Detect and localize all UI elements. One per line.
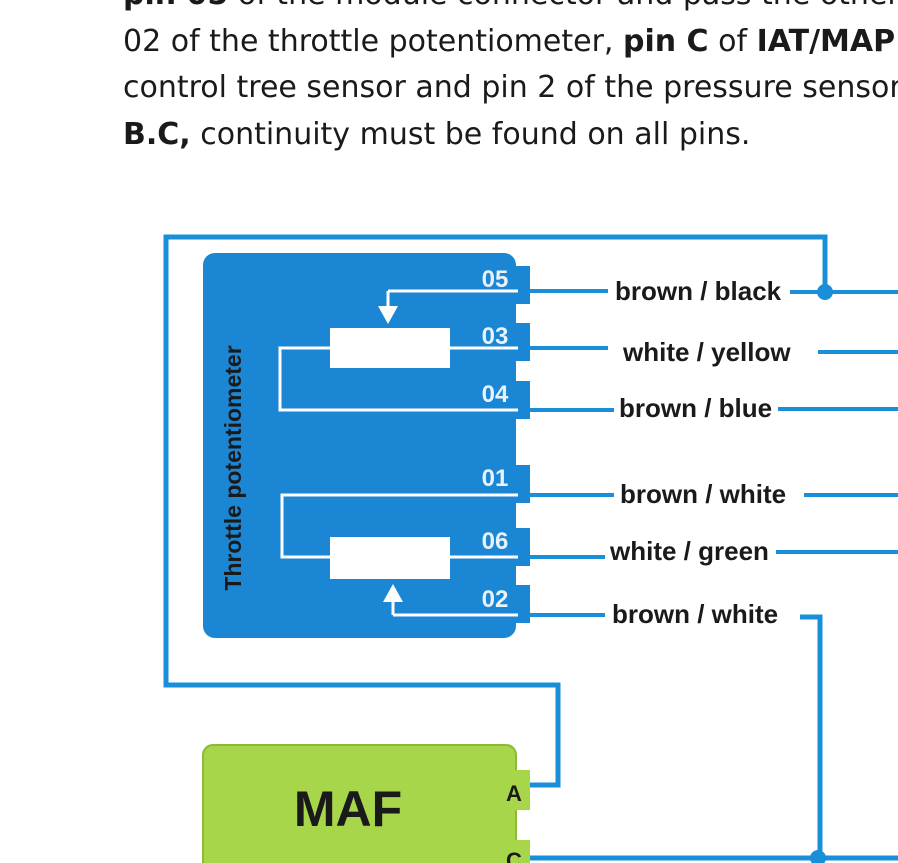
wire-top-loop: [163, 234, 828, 788]
maf-sensor: MAF A C: [202, 744, 530, 863]
wire-label-03: white / yellow: [622, 337, 791, 367]
pin-06: 06: [482, 528, 509, 555]
throttle-module: Throttle potentiometer 05 03 04 01 06 02: [203, 253, 530, 638]
wire-bottom-right: [800, 614, 823, 863]
wire-label-05: brown / black: [615, 276, 782, 306]
module-label: Throttle potentiometer: [220, 345, 246, 590]
instruction-paragraph: pin 05 of the module connector and pass …: [123, 0, 898, 158]
maf-pin-c: C: [506, 848, 522, 863]
pin-01: 01: [482, 465, 509, 492]
paragraph-line-1: 02 of the throttle potentiometer, pin C …: [123, 23, 896, 59]
paragraph-line-2: control tree sensor and pin 2 of the pre…: [123, 70, 898, 105]
wire-label-04: brown / blue: [619, 393, 772, 423]
pin-03: 03: [482, 323, 509, 350]
wire-label-01: brown / white: [620, 479, 786, 509]
junction-dot: [817, 284, 833, 300]
maf-label: MAF: [294, 781, 402, 837]
paragraph-line-3: B.C, continuity must be found on all pin…: [123, 116, 751, 152]
paragraph-line-0: pin 05 of the module connector and pass …: [123, 0, 898, 19]
wire-label-02: brown / white: [612, 599, 778, 629]
pin-05: 05: [482, 266, 509, 293]
pin-02: 02: [482, 586, 509, 613]
maf-pin-a: A: [506, 781, 522, 806]
wire-label-06: white / green: [609, 536, 769, 566]
pin-04: 04: [482, 381, 509, 408]
junction-dot-bottom: [810, 850, 826, 863]
